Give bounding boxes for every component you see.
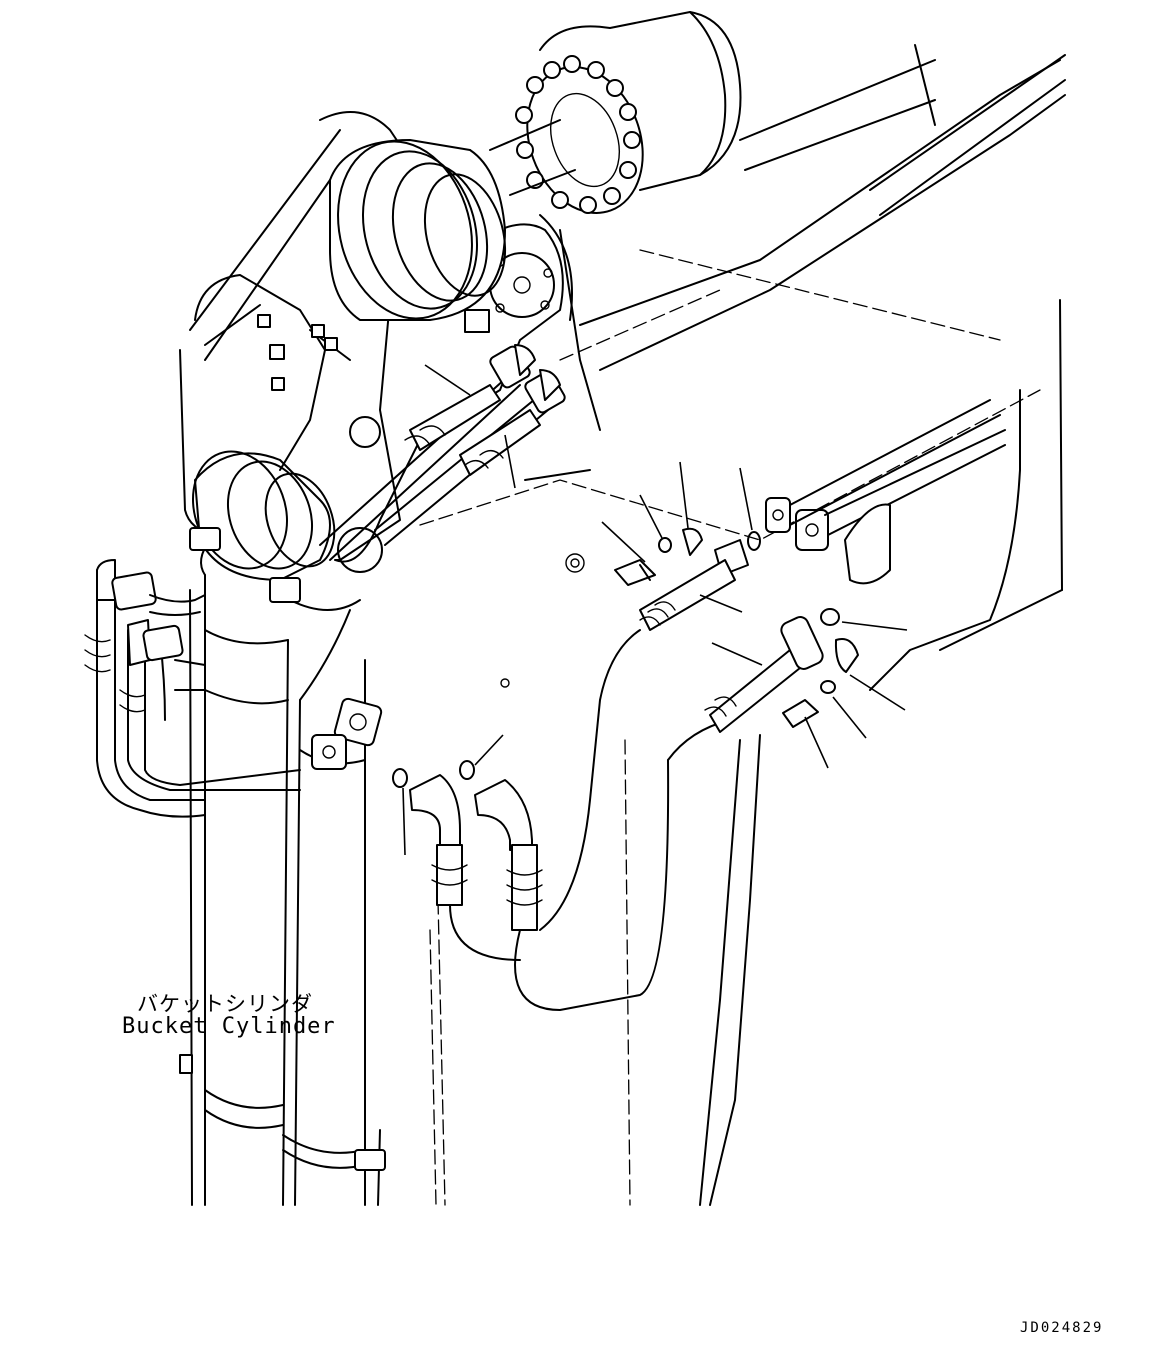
stick-pipe-flange	[765, 399, 1006, 585]
lower-elbow-hoses	[392, 629, 731, 1011]
hose-wrap-marks	[84, 634, 146, 713]
upper-diagonal-hoses	[319, 344, 566, 561]
bucket-cylinder-label-en: Bucket Cylinder	[122, 1014, 336, 1039]
flange-fittings	[311, 553, 585, 770]
boom-cylinder	[489, 11, 936, 214]
pivot-drums	[191, 139, 507, 581]
exploded-fittings	[614, 399, 1006, 733]
drawing-code: JD024829	[1020, 1320, 1104, 1336]
bucket-cylinder-label-jp: バケットシリンダ	[137, 992, 313, 1016]
cylinder-clamps	[179, 527, 386, 1171]
left-hose-loops	[84, 559, 301, 818]
bucket-cylinders	[189, 539, 381, 1206]
boom-structure	[179, 54, 1066, 1206]
leader-lines	[402, 364, 908, 856]
